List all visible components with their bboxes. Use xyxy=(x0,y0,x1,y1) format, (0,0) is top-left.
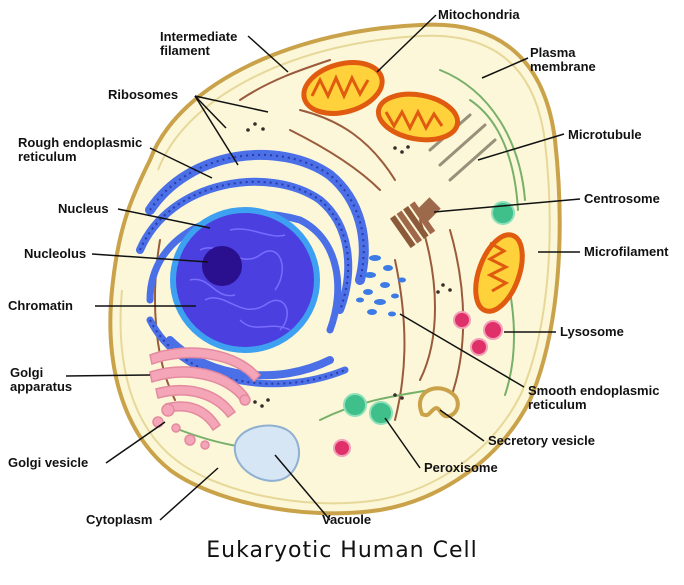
label-rough-er: Rough endoplasmic reticulum xyxy=(18,136,142,164)
label-microfilament: Microfilament xyxy=(584,245,669,259)
label-microtubule: Microtubule xyxy=(568,128,642,142)
label-peroxisome: Peroxisome xyxy=(424,461,498,475)
label-vacuole: Vacuole xyxy=(322,513,371,527)
label-smooth-er: Smooth endoplasmic reticulum xyxy=(528,384,659,412)
label-cytoplasm: Cytoplasm xyxy=(86,513,152,527)
secretory-vesicle xyxy=(420,388,458,416)
label-chromatin: Chromatin xyxy=(8,299,73,313)
label-centrosome: Centrosome xyxy=(584,192,660,206)
diagram-title: Eukaryotic Human Cell xyxy=(0,538,684,563)
label-nucleolus: Nucleolus xyxy=(24,247,86,261)
label-golgi-apparatus: Golgi apparatus xyxy=(10,366,72,394)
label-golgi-vesicle: Golgi vesicle xyxy=(8,456,88,470)
label-ribosomes: Ribosomes xyxy=(108,88,178,102)
label-intermediate-filament: Intermediate filament xyxy=(160,30,237,58)
label-secretory-vesicle: Secretory vesicle xyxy=(488,434,595,448)
label-mitochondria: Mitochondria xyxy=(438,8,520,22)
nucleolus xyxy=(202,246,242,286)
label-lysosome: Lysosome xyxy=(560,325,624,339)
label-nucleus: Nucleus xyxy=(58,202,109,216)
small-lysosome xyxy=(334,440,350,456)
label-plasma-membrane: Plasma membrane xyxy=(530,46,596,74)
